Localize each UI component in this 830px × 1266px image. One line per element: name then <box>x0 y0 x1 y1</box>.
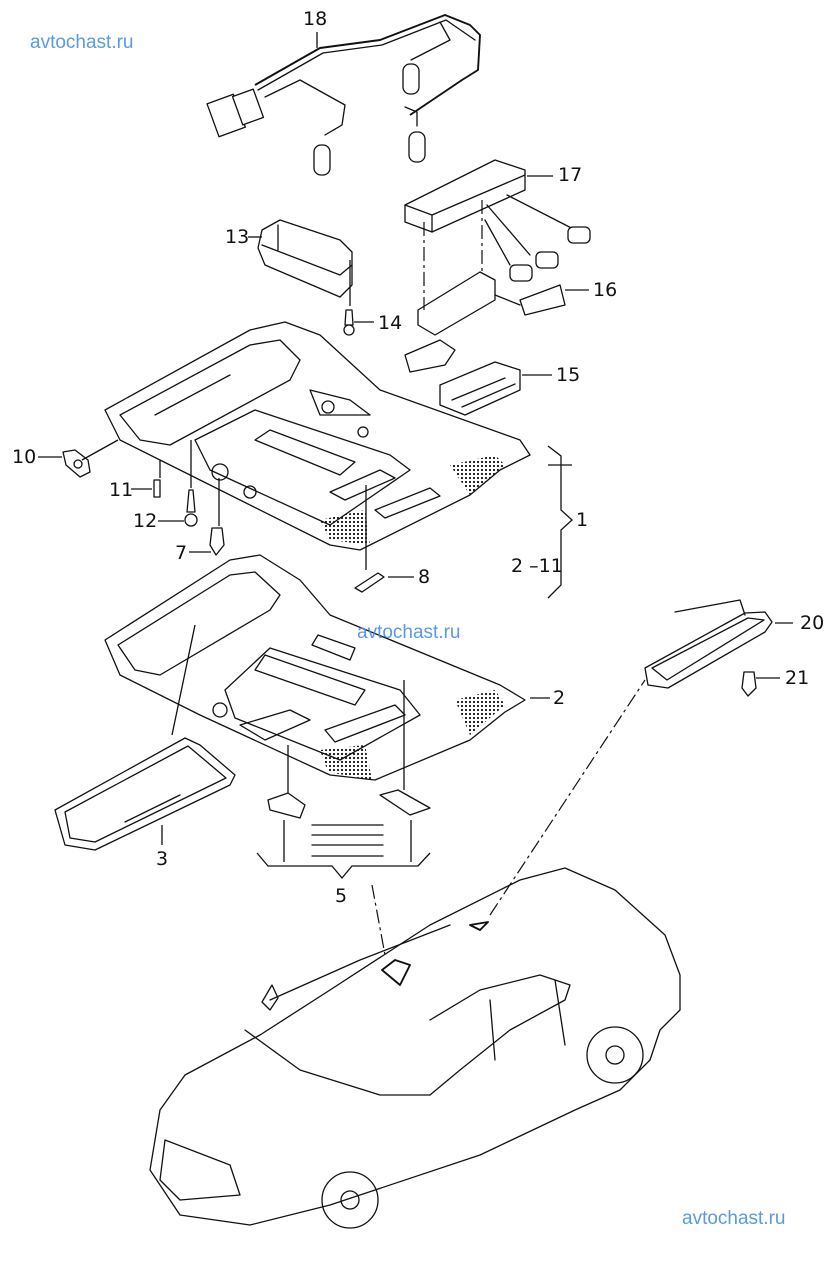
callout-8: 8 <box>418 566 431 588</box>
callout-2-11: 2 –11 <box>511 555 563 577</box>
callout-20: 20 <box>800 612 825 634</box>
callout-11: 11 <box>109 479 134 501</box>
callout-10: 10 <box>12 446 37 468</box>
part-5-lens-set <box>256 680 431 880</box>
callout-5: 5 <box>335 885 348 907</box>
callout-17: 17 <box>558 164 583 186</box>
part-7-bulb <box>209 527 225 556</box>
part-15-switch-unit <box>439 361 521 416</box>
callout-15: 15 <box>556 364 581 386</box>
callout-3: 3 <box>156 848 169 870</box>
watermark-top-left: avtochast.ru <box>30 32 134 53</box>
part-18-wiring-harness <box>206 14 481 176</box>
watermark-center: avtochast.ru <box>357 622 461 643</box>
part-1-roof-module <box>104 321 531 551</box>
part-21-bulb <box>741 671 757 697</box>
watermark-bottom-right: avtochast.ru <box>682 1208 786 1229</box>
callout-2: 2 <box>553 687 566 709</box>
assembly-bracket <box>547 445 573 599</box>
callout-18: 18 <box>303 8 328 30</box>
callout-12: 12 <box>133 510 158 532</box>
car-illustration <box>149 679 681 1229</box>
part-17-control-unit <box>404 159 591 282</box>
part-12-screw <box>184 489 198 527</box>
part-11-retainer <box>153 479 161 498</box>
part-10-clip <box>62 449 91 478</box>
callout-13: 13 <box>225 226 250 248</box>
part-16-bracket <box>404 271 566 373</box>
part-14-screw <box>343 309 355 336</box>
part-3-glass <box>54 624 236 851</box>
callout-16: 16 <box>593 279 618 301</box>
callout-7: 7 <box>175 542 188 564</box>
callout-21: 21 <box>785 667 810 689</box>
part-8-festoon-bulb <box>354 572 385 593</box>
part-20-rear-light <box>644 599 773 689</box>
part-13-switch-module <box>257 219 353 298</box>
part-2-housing <box>104 554 550 781</box>
callout-1: 1 <box>576 509 589 531</box>
callout-14: 14 <box>378 312 403 334</box>
